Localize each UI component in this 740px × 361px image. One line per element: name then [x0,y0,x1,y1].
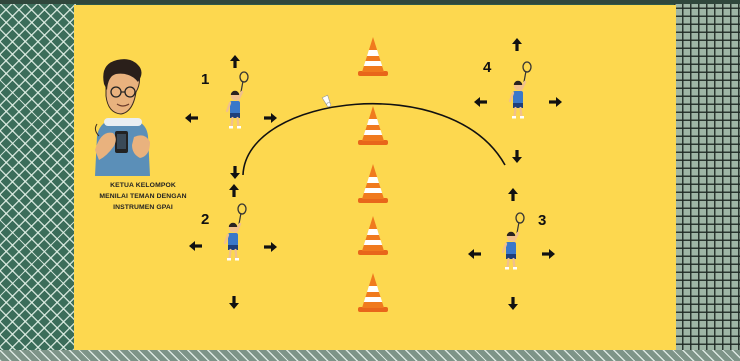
group-leader-icon [95,59,150,176]
arrow-down-icon [230,166,240,179]
arrow-right-icon [542,249,555,259]
player-number: 3 [538,212,546,229]
group-leader-caption: KETUA KELOMPOK MENILAI TEMAN DENGAN INST… [84,180,202,213]
player-number: 4 [483,59,491,76]
badminton-player-icon [510,62,531,119]
arrow-left-icon [185,113,198,123]
badminton-player-icon [503,213,524,270]
caption-line: KETUA KELOMPOK [84,180,202,191]
player-number: 1 [201,71,209,88]
arrow-left-icon [189,241,202,251]
shuttlecock-icon [322,95,332,108]
arrow-left-icon [474,97,487,107]
arrow-up-icon [230,55,240,68]
cone-icon [358,37,388,76]
arrow-right-icon [264,113,277,123]
arrow-down-icon [229,296,239,309]
arrow-down-icon [508,297,518,310]
cone-icon [358,164,388,203]
cone-icon [358,216,388,255]
arrow-up-icon [508,188,518,201]
cone-icon [358,273,388,312]
arrow-right-icon [264,242,277,252]
cone-icon [358,106,388,145]
arrow-up-icon [229,184,239,197]
arrow-up-icon [512,38,522,51]
arrow-down-icon [512,150,522,163]
arrow-right-icon [549,97,562,107]
badminton-player-icon [227,72,248,129]
caption-line: INSTRUMEN GPAI [84,202,202,213]
caption-line: MENILAI TEMAN DENGAN [84,191,202,202]
player-number: 2 [201,211,209,228]
arrow-left-icon [468,249,481,259]
badminton-player-icon [225,204,246,261]
